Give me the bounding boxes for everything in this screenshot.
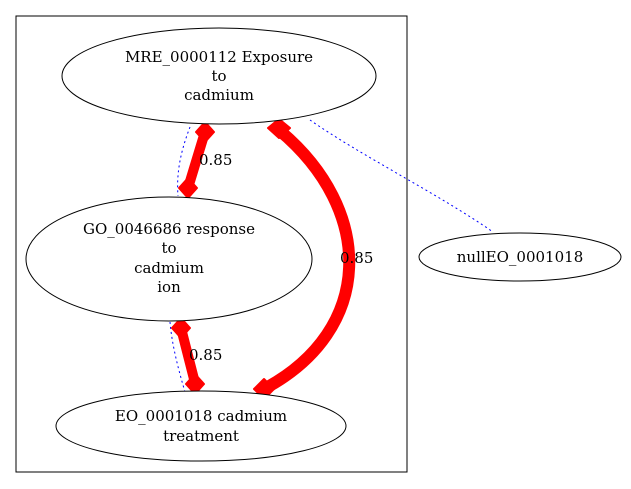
- edge-label-mre-go: 0.85: [199, 151, 232, 169]
- edge-mre-go: [183, 127, 210, 193]
- dotted-link-mre-go: [177, 126, 191, 197]
- node-go[interactable]: GO_0046686 response to cadmium ion: [25, 196, 313, 322]
- node-mre-ellipse: [61, 27, 377, 125]
- node-null-ellipse: [418, 232, 622, 282]
- node-go-line-1: GO_0046686 response: [83, 220, 255, 238]
- node-null[interactable]: nullEO_0001018: [418, 232, 622, 282]
- node-null-label: nullEO_0001018: [457, 248, 583, 266]
- node-go-line-2: to: [161, 239, 176, 257]
- node-mre-line-3: cadmium: [184, 86, 254, 104]
- dotted-link-mre-null: [309, 119, 494, 233]
- edge-label-go-eo: 0.85: [189, 346, 222, 364]
- edge-go-eo: [176, 323, 200, 388]
- dotted-links: [169, 119, 494, 393]
- node-mre-line-1: MRE_0000112 Exposure: [125, 48, 313, 66]
- edge-endpoints: [171, 118, 291, 400]
- node-eo-line-1: EO_0001018 cadmium: [115, 407, 287, 425]
- cluster-box: [15, 15, 408, 473]
- node-mre[interactable]: MRE_0000112 Exposure to cadmium: [61, 27, 377, 125]
- node-mre-line-2: to: [211, 67, 226, 85]
- dotted-link-go-eo: [169, 321, 186, 393]
- edge-label-mre-eo: 0.85: [340, 249, 373, 267]
- node-go-line-4: ion: [157, 278, 181, 296]
- node-go-line-3: cadmium: [134, 259, 204, 277]
- endpoint-mre-go-top: [195, 121, 215, 143]
- endpoint-go-eo-top: [171, 317, 191, 339]
- weighted-edges: [176, 124, 356, 395]
- node-eo-ellipse: [55, 390, 347, 462]
- endpoint-mre-eo-top: [267, 118, 291, 139]
- node-eo[interactable]: EO_0001018 cadmium treatment: [55, 390, 347, 462]
- edge-mre-eo: [258, 124, 356, 395]
- node-go-ellipse: [25, 196, 313, 322]
- node-eo-line-2: treatment: [163, 427, 239, 445]
